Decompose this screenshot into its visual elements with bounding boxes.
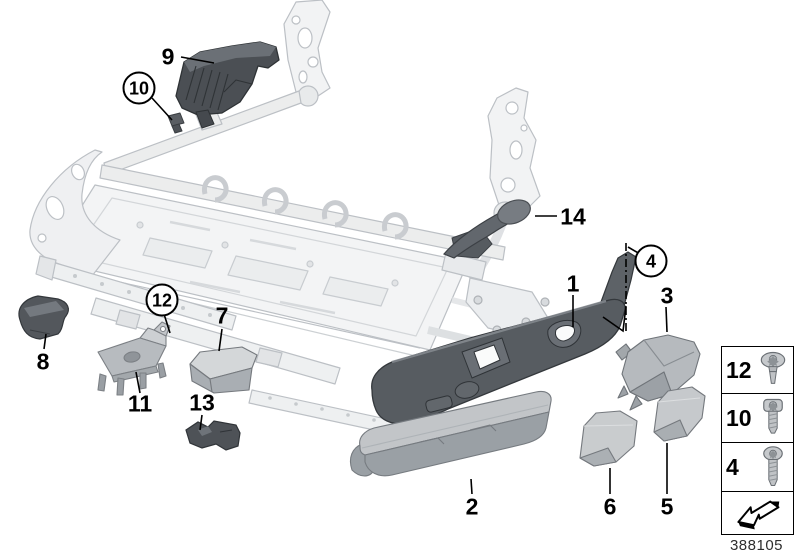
callout-7[interactable]: 7 — [215, 302, 229, 329]
direction-arrow-icon — [737, 500, 780, 530]
callout-9[interactable]: 9 — [161, 43, 175, 70]
callout-12[interactable]: 12 — [145, 283, 179, 317]
leader-2 — [470, 478, 473, 495]
callout-14[interactable]: 14 — [560, 203, 586, 230]
part-1-side-trim-panel[interactable] — [371, 251, 637, 425]
legend-item-4[interactable]: 4 — [722, 443, 793, 492]
callout-4[interactable]: 4 — [634, 244, 668, 278]
legend-label-12: 12 — [726, 356, 752, 383]
screw-pointer-mark — [602, 305, 627, 333]
screw-oval-head-icon — [763, 446, 783, 486]
fastener-legend: 12 10 4 — [721, 346, 794, 535]
part-2-sill-trim[interactable] — [349, 390, 552, 477]
part-7-cover[interactable] — [189, 346, 258, 394]
part-11-bracket[interactable] — [97, 321, 171, 396]
callout-11[interactable]: 11 — [127, 390, 153, 417]
legend-item-direction[interactable] — [722, 492, 793, 534]
part-14-lever[interactable] — [442, 195, 534, 259]
legend-label-4: 4 — [726, 453, 739, 480]
callout-1[interactable]: 1 — [566, 270, 580, 297]
part-8-cap[interactable] — [18, 295, 69, 340]
legend-label-10: 10 — [726, 404, 752, 431]
callout-5[interactable]: 5 — [660, 493, 674, 520]
part-6-cap[interactable] — [579, 410, 638, 467]
part-13-clip[interactable] — [185, 420, 241, 451]
leader-10 — [151, 97, 173, 121]
callout-3[interactable]: 3 — [660, 282, 674, 309]
part-3-cover[interactable] — [615, 334, 701, 411]
callout-2[interactable]: 2 — [465, 493, 479, 520]
leader-lines — [43, 56, 668, 495]
callout-13[interactable]: 13 — [189, 389, 215, 416]
leader-9 — [180, 56, 215, 64]
callout-8[interactable]: 8 — [36, 348, 50, 375]
leader-13 — [199, 414, 203, 431]
part-10-screw — [167, 112, 185, 127]
legend-item-10[interactable]: 10 — [722, 394, 793, 443]
leader-11 — [135, 371, 141, 394]
legend-item-12[interactable]: 12 — [722, 347, 793, 394]
leader-7 — [218, 328, 223, 352]
leader-12 — [163, 313, 171, 334]
callout-6[interactable]: 6 — [603, 493, 617, 520]
part-5-cap[interactable] — [653, 386, 706, 442]
diagram-part-number: 388105 — [729, 537, 784, 554]
leader-8 — [43, 333, 47, 350]
screw-cheese-head-icon — [763, 398, 783, 434]
screw-pan-head-icon — [760, 351, 786, 384]
leader-3 — [665, 306, 668, 333]
callout-10[interactable]: 10 — [122, 71, 156, 105]
